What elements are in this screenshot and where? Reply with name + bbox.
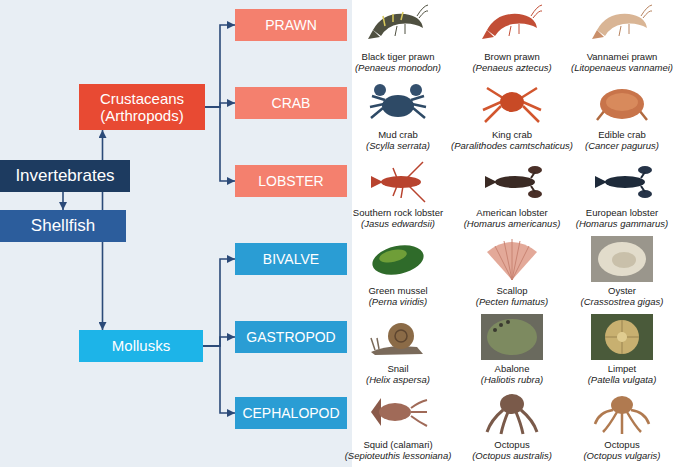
- common-name: Oyster: [547, 285, 685, 296]
- box-label: LOBSTER: [258, 173, 323, 189]
- box-label: Mollusks: [112, 337, 170, 354]
- diagram-ground: [0, 0, 352, 467]
- squid-picture: [371, 398, 427, 426]
- species-name: (Homarus americanus): [437, 218, 587, 229]
- species-name: (Haliotis rubra): [437, 374, 587, 385]
- box-label: Invertebrates: [15, 166, 114, 186]
- common-name: Southern rock lobster: [323, 207, 473, 218]
- class-box: CEPHALOPOD: [235, 397, 347, 429]
- mussel-picture: [370, 241, 427, 279]
- species-name: (Cancer pagurus): [547, 140, 685, 151]
- species-name: (Scylla serrata): [323, 140, 473, 151]
- prawn-picture: [592, 5, 652, 39]
- common-name: Green mussel: [323, 285, 473, 296]
- prawn-picture: [368, 5, 428, 39]
- lobster-picture: [485, 166, 542, 198]
- class-box: BIVALVE: [235, 243, 347, 275]
- common-name: King crab: [437, 129, 587, 140]
- class-box: LOBSTER: [235, 165, 347, 197]
- box-label: Crustaceans (Arthropods): [86, 90, 198, 125]
- box-label: Shellfish: [31, 216, 95, 236]
- common-name: Octopus: [437, 439, 587, 450]
- species-name: (Litopenaeus vannamei): [547, 62, 685, 73]
- category-box: Invertebrates: [0, 160, 130, 192]
- common-name: Abalone: [437, 363, 587, 374]
- crab-picture: [597, 89, 647, 120]
- octopus-picture: [595, 396, 649, 434]
- common-name: Mud crab: [323, 129, 473, 140]
- species-name: (Jasus edwardsii): [323, 218, 473, 229]
- group-box: Mollusks: [79, 330, 203, 362]
- common-name: Black tiger prawn: [323, 51, 473, 62]
- species-name: (Homarus gammarus): [547, 218, 685, 229]
- common-name: Scallop: [437, 285, 587, 296]
- species-name: (Penaeus aztecus): [437, 62, 587, 73]
- octopus-picture: [487, 394, 537, 434]
- connector-arrow: [205, 25, 235, 107]
- connector-arrow: [203, 259, 235, 346]
- box-label: BIVALVE: [263, 251, 319, 267]
- species-name: (Sepioteuthis lessoniana): [323, 450, 473, 461]
- limpet-picture: [591, 314, 653, 360]
- species-name: (Perna viridis): [323, 296, 473, 307]
- crab-picture: [483, 88, 541, 122]
- species-name: (Octopus australis): [437, 450, 587, 461]
- common-name: Brown prawn: [437, 51, 587, 62]
- common-name: American lobster: [437, 207, 587, 218]
- connector-arrow: [205, 107, 235, 181]
- species-name: (Patella vulgata): [547, 374, 685, 385]
- lobster-picture: [371, 162, 425, 202]
- common-name: Squid (calamari): [323, 439, 473, 450]
- group-box: Crustaceans (Arthropods): [79, 84, 205, 130]
- category-box: Shellfish: [0, 210, 126, 242]
- common-name: Vannamei prawn: [547, 51, 685, 62]
- box-label: CRAB: [272, 95, 311, 111]
- connector-arrow: [203, 346, 235, 413]
- scallop-picture: [487, 239, 537, 280]
- species-name: (Pecten fumatus): [437, 296, 587, 307]
- prawn-picture: [482, 5, 542, 39]
- common-name: Limpet: [547, 363, 685, 374]
- common-name: European lobster: [547, 207, 685, 218]
- connector-arrow: [203, 337, 235, 346]
- box-label: CEPHALOPOD: [242, 405, 339, 421]
- class-box: PRAWN: [235, 9, 347, 41]
- box-label: PRAWN: [265, 17, 317, 33]
- connector-arrow: [62, 192, 64, 210]
- oyster-picture: [591, 236, 653, 282]
- box-label: GASTROPOD: [246, 329, 335, 345]
- connector-arrow: [102, 242, 104, 330]
- abalone-picture: [481, 314, 543, 360]
- crab-picture: [370, 84, 426, 118]
- species-name: (Crassostrea gigas): [547, 296, 685, 307]
- class-box: CRAB: [235, 87, 347, 119]
- common-name: Octopus: [547, 439, 685, 450]
- lobster-picture: [595, 166, 652, 198]
- snail-picture: [371, 323, 423, 355]
- class-box: GASTROPOD: [235, 321, 347, 353]
- common-name: Edible crab: [547, 129, 685, 140]
- species-name: (Paralithodes camtschaticus): [437, 140, 587, 151]
- species-name: (Helix aspersa): [323, 374, 473, 385]
- species-name: (Octopus vulgaris): [547, 450, 685, 461]
- species-name: (Penaeus monodon): [323, 62, 473, 73]
- common-name: Snail: [323, 363, 473, 374]
